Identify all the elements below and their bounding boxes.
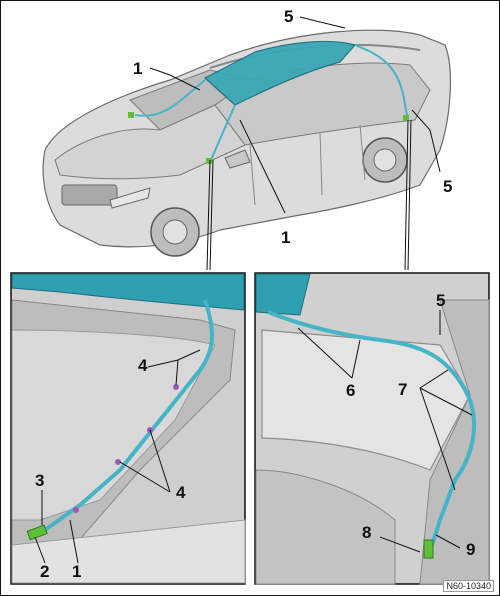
pillar-leader-lines	[34, 349, 201, 564]
pillar-panel-floor	[11, 519, 246, 584]
door-lines	[249, 124, 366, 206]
connector-to-right-panel	[404, 119, 409, 271]
leader-1-top-left	[149, 67, 201, 91]
hose-clip-4	[73, 507, 79, 513]
hose-clip-3	[115, 459, 121, 465]
connector-rear	[403, 115, 409, 121]
rear-panel-structure	[419, 299, 490, 585]
drain-hose-front	[134, 79, 206, 117]
leader-4-lower	[119, 429, 171, 493]
pillar-drain-valve	[26, 524, 48, 541]
connector-front	[128, 112, 134, 118]
callout-pillar-2: 2	[40, 562, 50, 581]
connector-a-pillar	[206, 158, 212, 164]
top-leader-lines	[149, 16, 441, 271]
callout-pillar-4-lower: 4	[176, 483, 186, 502]
callout-rear-5: 5	[436, 291, 446, 310]
car-grille	[61, 184, 118, 206]
car-hood	[54, 104, 246, 180]
connector-to-left-panel	[206, 159, 211, 271]
callout-pillar-4-upper: 4	[138, 356, 148, 375]
connector-to-left-panel-b	[209, 159, 214, 271]
side-mirror	[224, 149, 251, 169]
connector-to-right-panel-b	[407, 119, 412, 271]
leader-9	[435, 534, 461, 549]
car-illustration	[42, 29, 452, 257]
rear-panel-sunroof	[255, 273, 311, 316]
sunroof-panel	[203, 40, 357, 106]
callout-rear-8: 8	[362, 523, 372, 542]
callout-top-5-top: 5	[284, 7, 294, 26]
callout-pillar-1: 1	[72, 562, 82, 581]
leader-7	[419, 369, 473, 491]
callout-top-1-left: 1	[133, 59, 143, 78]
callout-pillar-3: 3	[35, 471, 45, 490]
reference-code: N60-10340	[443, 580, 494, 592]
leader-8	[379, 536, 421, 553]
rear-drain-hose	[267, 310, 477, 546]
rear-panel-wheel-arch	[255, 469, 396, 585]
leader-2	[34, 536, 46, 564]
hose-clip-1	[173, 384, 179, 390]
rear-panel-window-opening	[261, 329, 471, 471]
rear-leader-lines	[297, 310, 473, 553]
pillar-drain-hose	[43, 299, 214, 532]
rear-drain-valve	[423, 539, 434, 559]
drain-hose-rear	[354, 44, 409, 121]
front-wheel-hub	[162, 219, 188, 245]
drain-hose-a-pillar	[209, 104, 236, 163]
leader-5-right	[411, 109, 441, 173]
callout-rear-7: 7	[398, 380, 408, 399]
leader-5-top	[299, 16, 346, 29]
leader-4-upper	[147, 349, 201, 386]
leader-6	[297, 327, 361, 379]
callout-top-5-right: 5	[443, 177, 453, 196]
leader-1-pillar	[69, 519, 79, 564]
car-headlight	[109, 187, 151, 209]
callout-rear-9: 9	[466, 540, 476, 559]
leader-1-top-bottom	[239, 119, 286, 214]
pillar-panel-sunroof	[11, 273, 245, 311]
callout-rear-6: 6	[346, 381, 356, 400]
callout-top-1-bottom: 1	[281, 228, 291, 247]
pillar-panel-opening	[11, 329, 216, 521]
rear-detail-panel	[254, 272, 490, 585]
rear-wheel-hub	[373, 148, 397, 172]
pillar-detail-panel	[10, 272, 246, 585]
